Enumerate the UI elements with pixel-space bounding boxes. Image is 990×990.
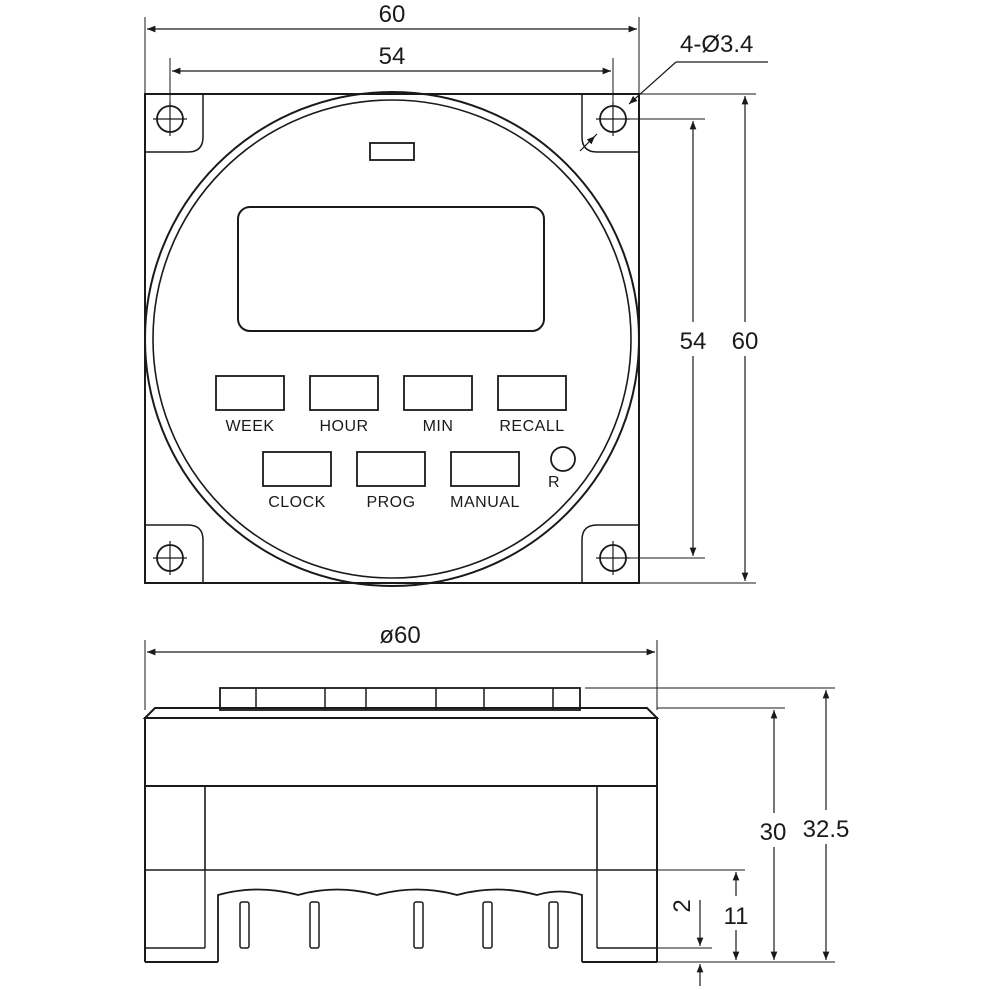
rear-body [144,786,658,963]
reset-label: R [548,474,560,491]
dim-diameter: ø60 [144,622,658,710]
min-label: MIN [423,418,454,435]
dim-total-height-label: 32.5 [803,816,850,843]
button-caps [219,687,581,711]
week-button[interactable] [215,375,285,411]
manual-label: MANUAL [450,494,520,511]
manual-button[interactable] [450,451,520,487]
lcd-display [237,206,545,332]
dim-terminal-height: 11 [722,872,750,960]
dim-height-holes: 54 [626,118,716,559]
terminal-block [217,888,583,962]
dim-height-holes-label: 54 [680,328,707,355]
terminal-slot [548,901,559,949]
dim-height-outer: 60 [639,93,768,584]
dim-width-outer: 60 [144,1,640,94]
hole-callout-label: 4-Ø3.4 [680,31,753,58]
terminal-slot [239,901,250,949]
front-body [144,717,658,787]
clock-label: CLOCK [268,494,326,511]
dim-body-height-label: 30 [760,819,787,846]
hour-label: HOUR [319,418,368,435]
recall-label: RECALL [499,418,564,435]
prog-button[interactable] [356,451,426,487]
hour-button[interactable] [309,375,379,411]
recall-button[interactable] [497,375,567,411]
dim-width-holes: 54 [169,43,614,103]
dim-base-offset: 2 [669,899,704,986]
reset-button[interactable] [550,446,576,472]
dim-base-offset-label: 2 [669,899,696,912]
indicator-led [369,142,415,161]
top-view: WEEK HOUR MIN RECALL CLOCK PROG MANUAL R… [144,1,768,587]
mounting-hole-bottom-right [596,541,630,575]
min-button[interactable] [403,375,473,411]
dim-terminal-height-label: 11 [724,903,749,930]
terminal-slot [309,901,320,949]
mounting-hole-top-right [596,102,630,136]
round-face-inner [152,99,632,579]
dim-body-height: 30 [756,710,796,960]
terminal-slot [413,901,424,949]
mounting-hole-bottom-left [153,541,187,575]
terminal-slot [482,901,493,949]
side-view: ø60 [142,622,856,986]
week-label: WEEK [225,418,274,435]
dim-width-outer-label: 60 [379,1,406,28]
dim-height-outer-label: 60 [732,328,759,355]
dim-diameter-label: ø60 [379,622,420,649]
clock-button[interactable] [262,451,332,487]
mounting-hole-top-left [153,102,187,136]
dim-total-height: 32.5 [796,690,856,960]
dim-width-holes-label: 54 [379,43,406,70]
hole-callout: 4-Ø3.4 [579,31,768,152]
round-face-outer [144,91,640,587]
prog-label: PROG [366,494,415,511]
